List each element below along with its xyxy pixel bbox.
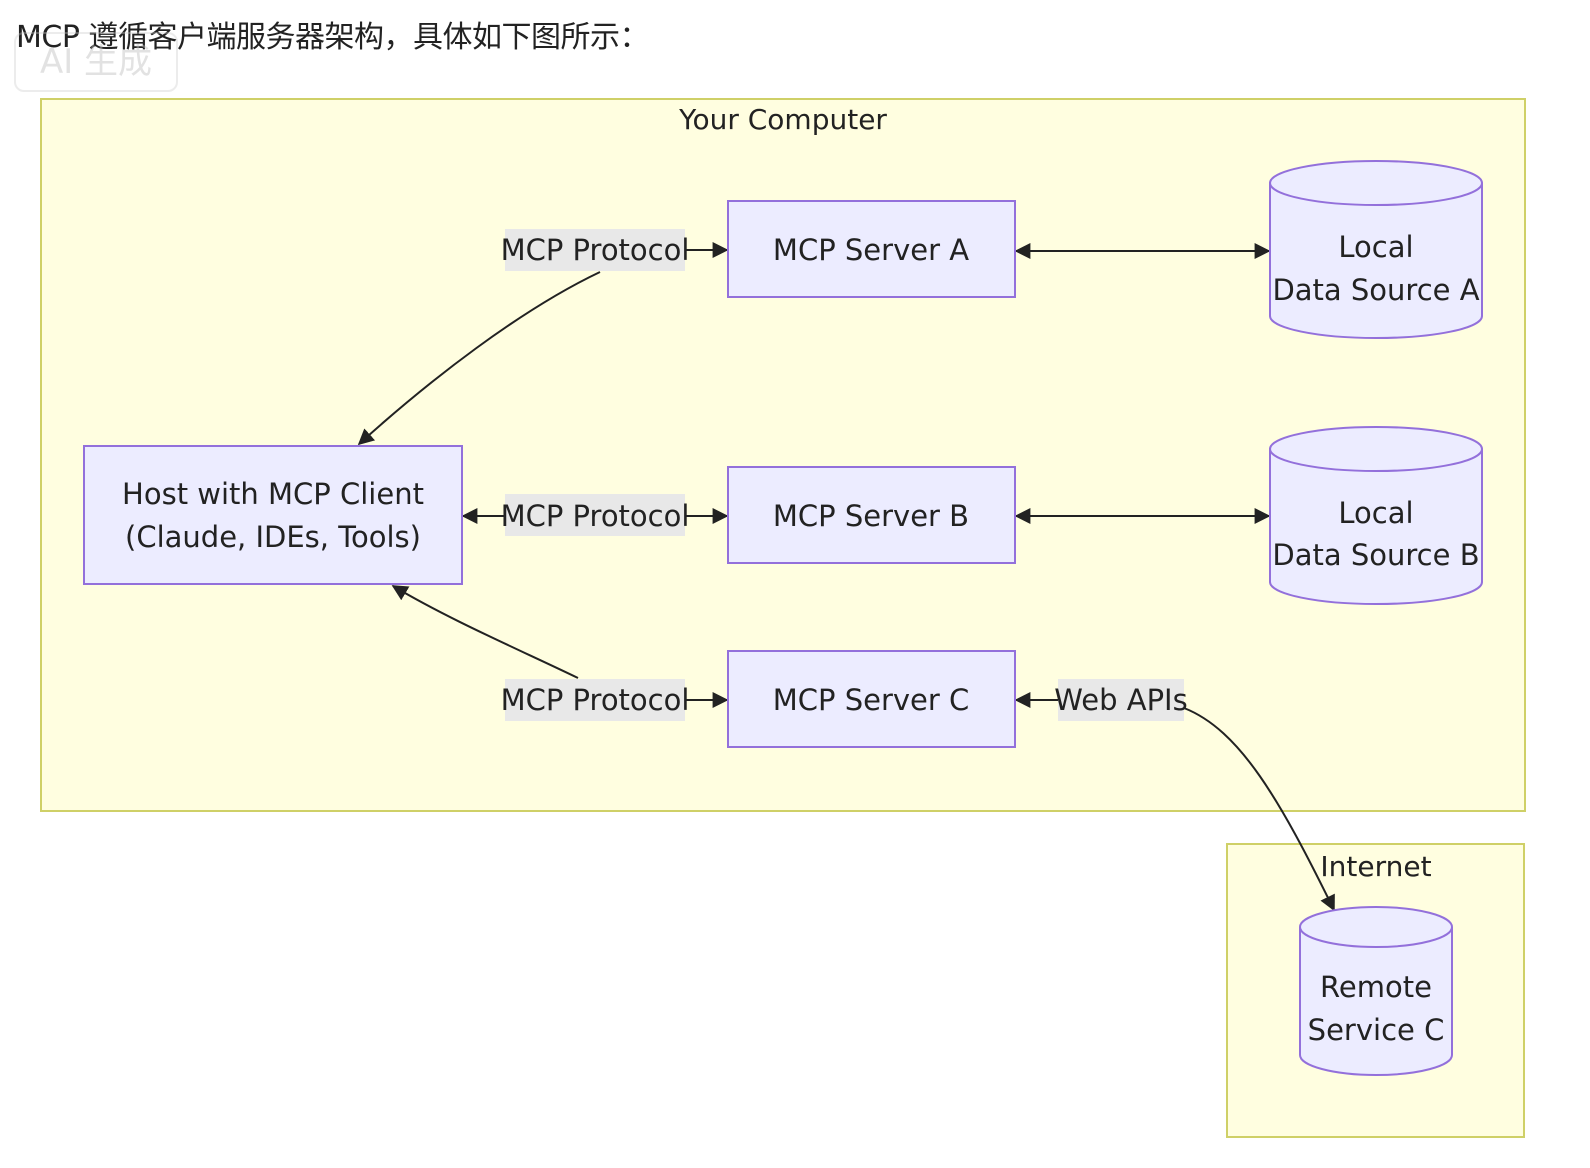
edge-web-apis-remote-c xyxy=(1183,707,1335,912)
node-server-a-box xyxy=(727,200,1016,298)
edge-host-server-a-curve xyxy=(357,271,601,446)
group-internet-label: Internet xyxy=(1320,850,1431,883)
node-host-line-2: (Claude, IDEs, Tools) xyxy=(125,520,421,554)
edge-label-text: MCP Protocol xyxy=(501,683,690,717)
edges xyxy=(357,242,1335,912)
edge-label-text: Web APIs xyxy=(1054,683,1187,717)
ai-generated-watermark: AI 生成 xyxy=(14,32,178,92)
node-data-source-b-line-2: Data Source B xyxy=(1272,538,1479,572)
edge-label-web-apis: Web APIs xyxy=(1054,679,1188,721)
node-remote-service-c: Remote Service C xyxy=(1299,906,1453,1076)
edge-label-bg xyxy=(505,679,685,721)
node-data-source-a: Local Data Source A xyxy=(1269,160,1483,339)
edge-label-text: MCP Protocol xyxy=(501,233,690,267)
edge-label-host-server-c: MCP Protocol xyxy=(501,679,690,721)
edge-host-server-c-curve xyxy=(391,585,579,679)
node-data-source-a-body xyxy=(1269,183,1483,339)
node-host-box xyxy=(83,445,463,585)
node-server-b-box xyxy=(727,466,1016,564)
node-data-source-a-line-1: Local xyxy=(1338,230,1413,264)
node-remote-service-c-body xyxy=(1299,927,1453,1076)
node-remote-service-c-line-2: Service C xyxy=(1308,1013,1445,1047)
node-data-source-b-top xyxy=(1269,426,1483,472)
edge-label-bg xyxy=(1058,679,1184,721)
node-server-a-label: MCP Server A xyxy=(773,233,969,267)
node-data-source-a-line-2: Data Source A xyxy=(1272,273,1479,307)
page-heading: MCP 遵循客户端服务器架构，具体如下图所示： xyxy=(16,20,649,55)
node-server-b: MCP Server B xyxy=(727,466,1016,564)
edge-label-host-server-b: MCP Protocol xyxy=(501,494,690,536)
node-host: Host with MCP Client (Claude, IDEs, Tool… xyxy=(83,445,463,585)
edge-label-text: MCP Protocol xyxy=(501,499,690,533)
node-server-c-label: MCP Server C xyxy=(773,683,970,717)
group-your-computer-label: Your Computer xyxy=(678,103,887,136)
node-data-source-b-body xyxy=(1269,449,1483,605)
node-server-c-box xyxy=(727,650,1016,748)
edge-label-bg xyxy=(505,229,685,271)
node-host-line-1: Host with MCP Client xyxy=(122,477,424,511)
edge-label-bg xyxy=(505,494,685,536)
node-data-source-b-line-1: Local xyxy=(1338,496,1413,530)
node-server-a: MCP Server A xyxy=(727,200,1016,298)
node-data-source-a-top xyxy=(1269,160,1483,206)
node-data-source-b: Local Data Source B xyxy=(1269,426,1483,605)
node-server-b-label: MCP Server B xyxy=(773,499,969,533)
edge-labels: MCP Protocol MCP Protocol MCP Protocol W… xyxy=(501,229,1188,721)
edge-label-host-server-a: MCP Protocol xyxy=(501,229,690,271)
node-remote-service-c-line-1: Remote xyxy=(1320,970,1432,1004)
node-server-c: MCP Server C xyxy=(727,650,1016,748)
node-remote-service-c-top xyxy=(1299,906,1453,948)
